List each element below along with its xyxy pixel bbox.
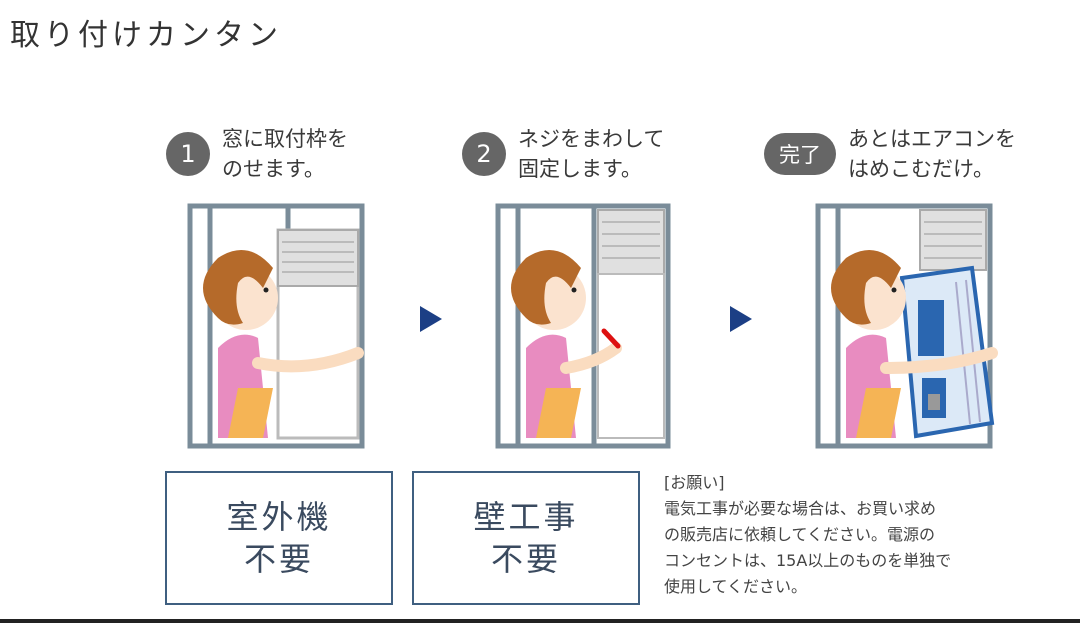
step-2-illustration: [495, 203, 671, 449]
step-3-header: 完了 あとはエアコンを はめこむだけ。: [764, 124, 1016, 184]
step-2-badge: 2: [462, 132, 506, 176]
step-1-badge: 1: [166, 132, 210, 176]
next-arrow-icon: [420, 306, 442, 332]
feature-label: 室外機 不要: [226, 498, 332, 578]
step-1-text: 窓に取付枠を のせます。: [222, 127, 348, 181]
step-2-text: ネジをまわして 固定します。: [518, 127, 665, 181]
step-3-illustration: [815, 203, 998, 449]
step-complete-badge: 完了: [764, 133, 836, 175]
feature-no-outdoor-unit: 室外機 不要: [165, 471, 393, 605]
step-2-header: 2 ネジをまわして 固定します。: [462, 124, 664, 184]
feature-no-wall-work: 壁工事 不要: [412, 471, 640, 605]
request-note: [お願い] 電気工事が必要な場合は、お買い求め の販売店に依頼してください。電源…: [664, 470, 951, 600]
bottom-divider: [0, 619, 1080, 623]
page-title: 取り付けカンタン: [10, 18, 282, 53]
step-1-header: 1 窓に取付枠を のせます。: [166, 124, 348, 184]
feature-label: 壁工事 不要: [473, 498, 579, 578]
note-body: 電気工事が必要な場合は、お買い求め の販売店に依頼してください。電源の コンセン…: [664, 499, 952, 596]
note-heading: [お願い]: [664, 473, 725, 492]
step-1-illustration: [187, 203, 365, 449]
next-arrow-icon: [730, 306, 752, 332]
step-3-text: あとはエアコンを はめこむだけ。: [848, 127, 1016, 181]
